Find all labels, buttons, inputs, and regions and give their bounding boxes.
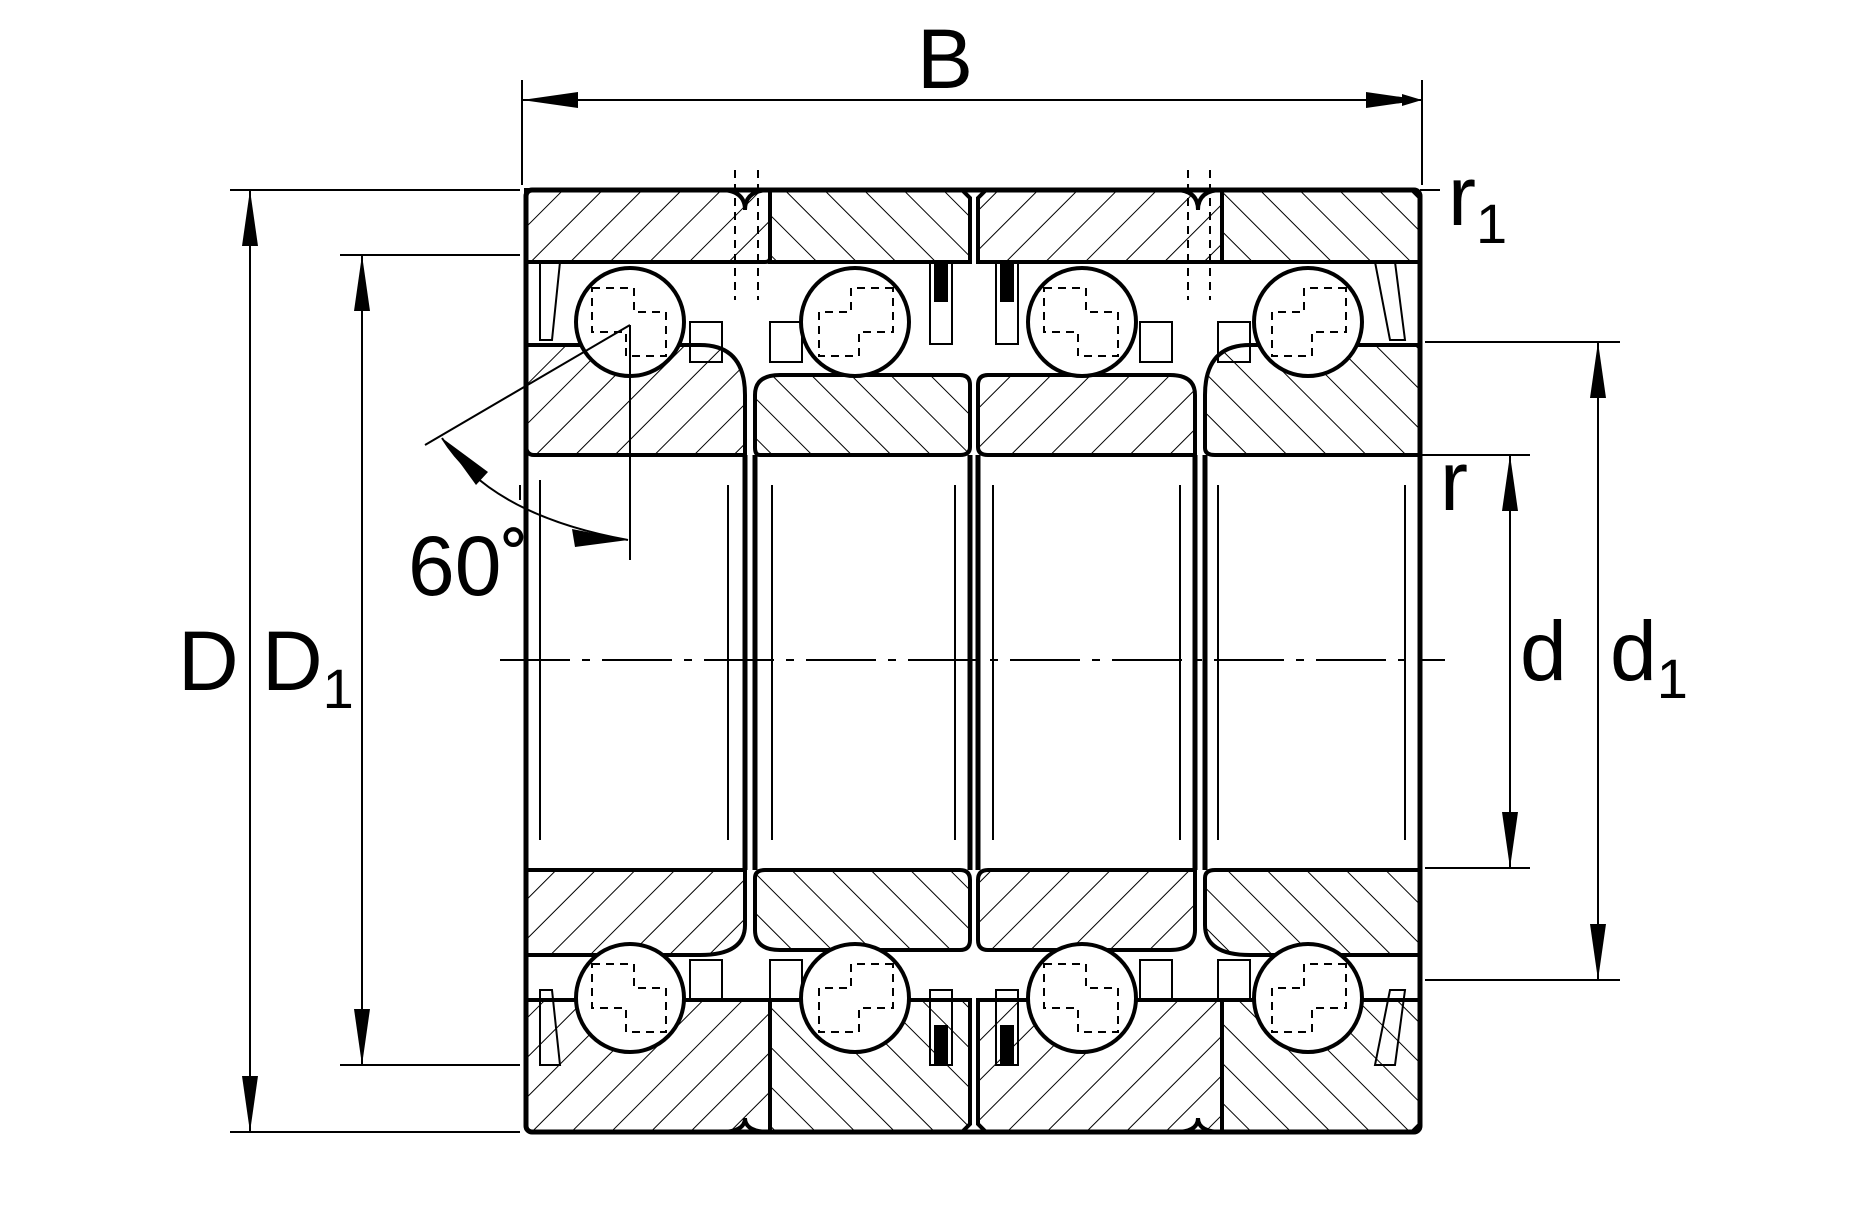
ball-top-2 [799, 266, 911, 378]
inner-rings-top [524, 343, 1422, 457]
outer-ring-top-3 [976, 187, 1224, 264]
outer-ring-top-1 [524, 187, 772, 264]
ball-top-3 [1026, 266, 1138, 378]
cages-top [539, 261, 1407, 363]
outer-ring-top-2 [768, 188, 972, 264]
inner-ring-top-2 [753, 373, 972, 457]
dimension-labels: B r1 r D D1 d d1 60˚ [178, 12, 1688, 720]
outer-rings-top [524, 187, 1422, 264]
ball-contour-bottom-3 [1043, 963, 1119, 1033]
ball-contour-bottom-1 [591, 963, 667, 1033]
bore-lines [539, 455, 1406, 870]
ball-contour-top-1 [591, 287, 667, 357]
label-big-d1: D1 [262, 614, 354, 720]
inner-rings-bottom [524, 868, 1422, 957]
label-r1: r1 [1448, 149, 1507, 255]
rolling-balls [574, 266, 1364, 1054]
dimension-lines [230, 80, 1620, 1133]
ball-contour-bottom-2 [818, 963, 894, 1033]
inner-ring-bottom-2 [753, 868, 972, 952]
lubrication-holes [734, 170, 1211, 300]
ball-bottom-2 [799, 942, 911, 1054]
ball-contour-top-3 [1043, 287, 1119, 357]
inner-ring-bottom-3 [976, 868, 1197, 952]
label-small-d: d [1520, 604, 1567, 698]
inner-ring-top-3 [976, 373, 1197, 457]
label-b: B [917, 12, 973, 106]
ball-bottom-3 [1026, 942, 1138, 1054]
ball-bottom-4 [1252, 942, 1364, 1054]
ball-contour-top-2 [818, 287, 894, 357]
ball-contour-top-4 [1271, 287, 1347, 357]
label-small-d1: d1 [1610, 604, 1688, 710]
label-big-d: D [178, 614, 239, 708]
ball-bottom-1 [574, 942, 686, 1054]
label-r: r [1440, 434, 1468, 528]
ball-top-4 [1252, 266, 1364, 378]
inner-ring-bottom-1 [524, 868, 747, 957]
ball-contour-bottom-4 [1271, 963, 1347, 1033]
label-contact-angle: 60˚ [408, 519, 529, 613]
cages-bottom [539, 959, 1407, 1066]
outer-ring-top-4 [1220, 188, 1422, 264]
